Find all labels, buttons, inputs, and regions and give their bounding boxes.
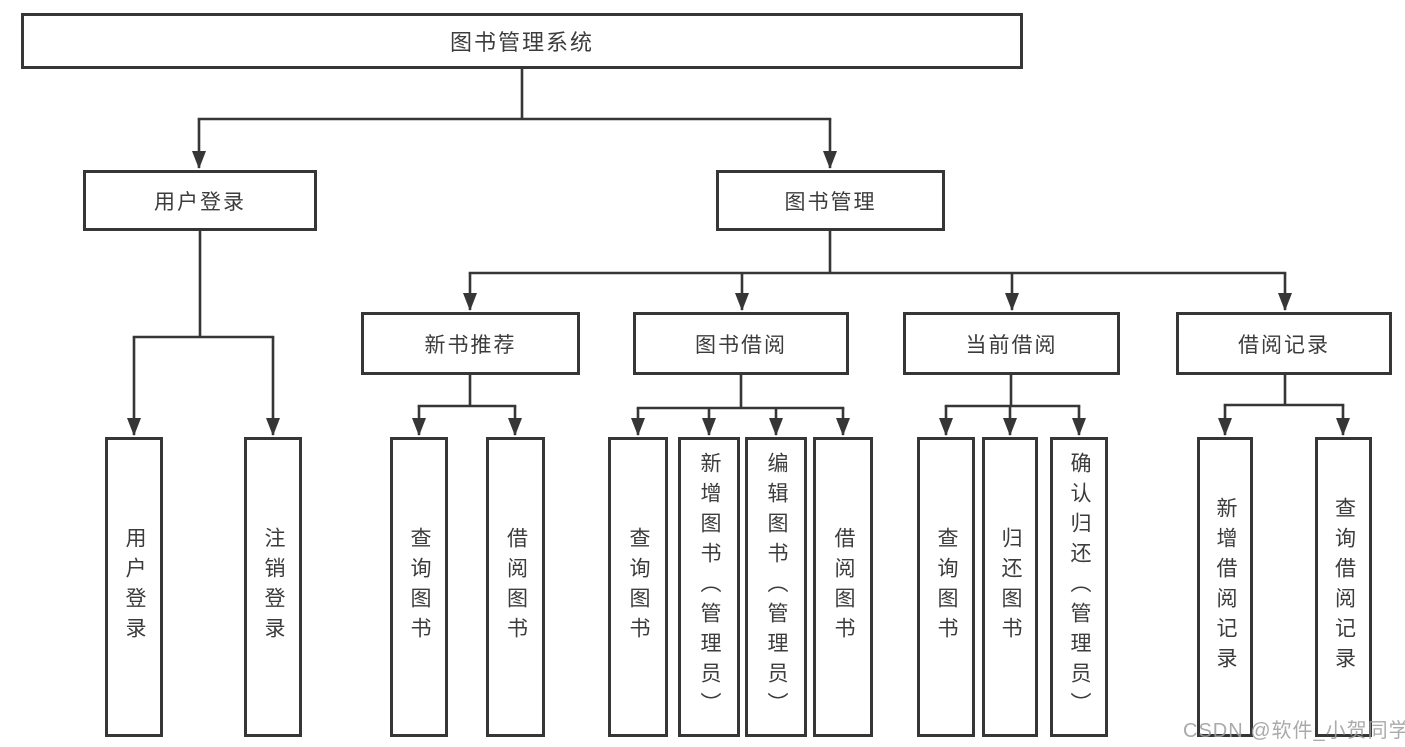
leaf-recommend-query-books: 查询图书 — [390, 437, 448, 737]
node-label: 借阅记录 — [1238, 333, 1330, 357]
node-label: 借阅图书 — [832, 527, 856, 647]
node-label: 查询图书 — [627, 527, 651, 647]
leaf-borrowing-edit-books-admin: 编辑图书（管理员） — [745, 437, 807, 737]
node-label: 图书管理系统 — [449, 30, 594, 55]
csdn-watermark: CSDN @软件_小贺同学 — [1183, 720, 1405, 742]
node-book-management: 图书管理 — [716, 170, 945, 231]
node-label: 当前借阅 — [965, 333, 1058, 357]
leaf-borrowing-borrow-books: 借阅图书 — [813, 437, 873, 737]
leaf-current-confirm-return-admin: 确认归还（管理员） — [1050, 437, 1108, 737]
node-label: 用户登录 — [123, 527, 147, 647]
node-current-borrowing: 当前借阅 — [903, 312, 1120, 375]
node-label: 借阅图书 — [504, 527, 528, 647]
node-label: 用户登录 — [154, 190, 246, 214]
node-user-login: 用户登录 — [83, 170, 317, 231]
node-label: 编辑图书（管理员） — [765, 452, 789, 722]
node-library-system-root: 图书管理系统 — [21, 13, 1023, 69]
leaf-borrowing-query-books: 查询图书 — [608, 437, 668, 737]
leaf-borrowing-add-books-admin: 新增图书（管理员） — [678, 437, 740, 737]
leaf-records-add-record: 新增借阅记录 — [1197, 437, 1253, 737]
leaf-current-return-books: 归还图书 — [982, 437, 1038, 737]
node-label: 确认归还（管理员） — [1068, 452, 1092, 722]
node-label: 图书借阅 — [695, 333, 787, 357]
node-label: 新书推荐 — [424, 333, 517, 357]
leaf-current-query-books: 查询图书 — [917, 437, 975, 737]
node-label: 新增图书（管理员） — [698, 452, 722, 722]
node-label: 新增借阅记录 — [1214, 497, 1238, 677]
node-label: 查询图书 — [408, 527, 432, 647]
node-label: 归还图书 — [999, 527, 1023, 647]
node-borrowing-records: 借阅记录 — [1176, 312, 1392, 375]
node-label: 查询图书 — [935, 527, 959, 647]
leaf-recommend-borrow-books: 借阅图书 — [486, 437, 545, 737]
node-book-borrowing: 图书借阅 — [633, 312, 849, 375]
leaf-user-login: 用户登录 — [105, 437, 163, 737]
node-label: 注销登录 — [262, 527, 286, 647]
node-label: 查询借阅记录 — [1332, 497, 1356, 677]
node-new-book-recommendation: 新书推荐 — [361, 312, 580, 375]
node-label: 图书管理 — [784, 190, 877, 214]
leaf-records-query-record: 查询借阅记录 — [1315, 437, 1372, 737]
leaf-logout: 注销登录 — [244, 437, 302, 737]
